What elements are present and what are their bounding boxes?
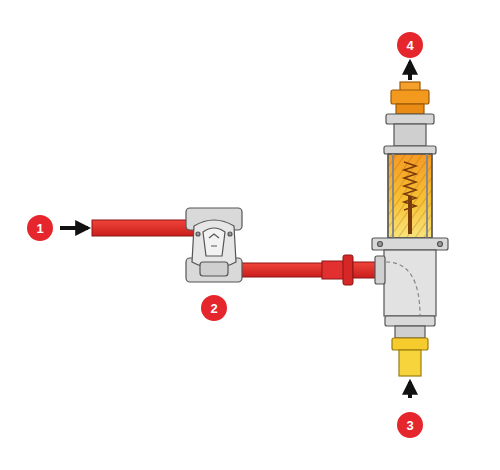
- sight-glass: [388, 154, 432, 238]
- steam-trap: [186, 208, 242, 282]
- callout-number: 2: [201, 295, 227, 321]
- inlet-pipe: [92, 220, 194, 236]
- callout-number: 1: [27, 215, 53, 241]
- valve-tee: [372, 238, 448, 338]
- valve-body: [384, 114, 436, 154]
- callout-number: 4: [397, 32, 423, 58]
- inlet-fitting: [392, 338, 428, 376]
- callout-number: 3: [397, 412, 423, 438]
- connecting-pipe: [238, 255, 377, 285]
- flow-arrow: [408, 382, 412, 398]
- flow-arrow: [408, 62, 412, 80]
- outlet-fitting: [391, 82, 429, 114]
- flow-arrow: [60, 226, 88, 230]
